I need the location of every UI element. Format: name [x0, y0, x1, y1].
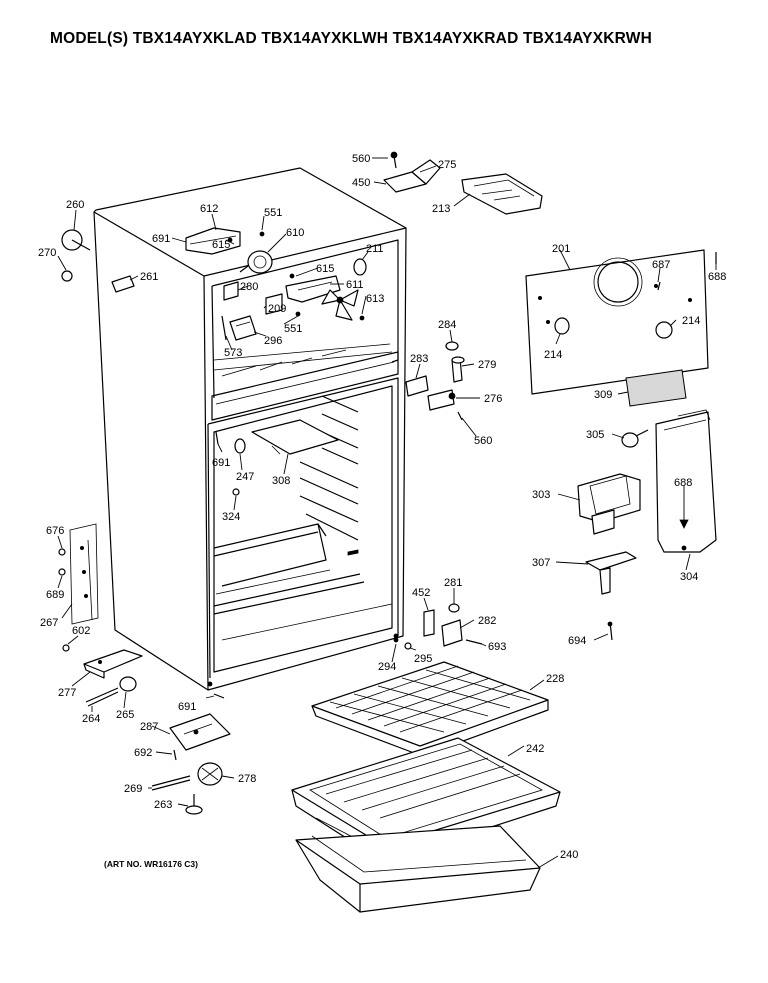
callout-211: 211: [366, 243, 384, 255]
damper-parts: [405, 341, 465, 421]
callout-612: 612: [200, 203, 218, 215]
callout-296: 296: [264, 335, 282, 347]
wire-shelf: [311, 661, 549, 757]
callout-602: 602: [72, 625, 90, 637]
callout-615: 615: [212, 239, 230, 251]
art-number-label: (ART NO. WR16176 C3): [104, 859, 198, 869]
callout-688: 688: [674, 477, 692, 489]
callout-613: 613: [366, 293, 384, 305]
callout-615: 615: [316, 263, 334, 275]
evaporator-cover-panel: [525, 249, 709, 395]
label-309: [625, 369, 687, 407]
leader-lines: [57, 157, 717, 869]
callout-610: 610: [286, 227, 304, 239]
callout-295: 295: [414, 653, 432, 665]
callout-260: 260: [66, 199, 84, 211]
callout-304: 304: [680, 571, 698, 583]
callout-693: 693: [488, 641, 506, 653]
callout-691: 691: [152, 233, 170, 245]
callout-277: 277: [58, 687, 76, 699]
callout-269: 269: [124, 783, 142, 795]
left-hinge-parts: [58, 548, 70, 652]
callout-275: 275: [438, 159, 456, 171]
callout-209: 209: [268, 303, 286, 315]
callout-676: 676: [46, 525, 64, 537]
top-hinge-parts: [61, 229, 135, 293]
callout-305: 305: [586, 429, 604, 441]
control-housing: [577, 473, 641, 535]
hinge-cover: [461, 173, 543, 215]
callout-691: 691: [178, 701, 196, 713]
callout-309: 309: [594, 389, 612, 401]
callout-278: 278: [238, 773, 256, 785]
model-list-title: MODEL(S) TBX14AYXKLAD TBX14AYXKLWH TBX14…: [50, 30, 652, 47]
callout-240: 240: [560, 849, 578, 861]
callout-267: 267: [40, 617, 58, 629]
callout-284: 284: [438, 319, 456, 331]
callout-689: 689: [46, 589, 64, 601]
callout-573: 573: [224, 347, 242, 359]
callout-560: 560: [352, 153, 370, 165]
callout-452: 452: [412, 587, 430, 599]
refrigerator-cabinet: [69, 167, 407, 691]
callout-688: 688: [708, 271, 726, 283]
crisper-cover: [291, 737, 561, 863]
callout-264: 264: [82, 713, 100, 725]
callout-279: 279: [478, 359, 496, 371]
callout-numbers: 560 275 450 213 260 270 261 612 691 551 …: [38, 153, 726, 861]
callout-303: 303: [532, 489, 550, 501]
callout-276: 276: [484, 393, 502, 405]
callout-551: 551: [264, 207, 282, 219]
callout-450: 450: [352, 177, 370, 189]
callout-687: 687: [652, 259, 670, 271]
callout-551: 551: [284, 323, 302, 335]
callout-247: 247: [236, 471, 254, 483]
callout-214: 214: [544, 349, 562, 361]
callout-270: 270: [38, 247, 56, 259]
mid-hinge-parts: [393, 603, 613, 650]
callout-611: 611: [346, 279, 364, 291]
callout-308: 308: [272, 475, 290, 487]
control-knob: [621, 429, 649, 448]
callout-228: 228: [546, 673, 564, 685]
callout-287: 287: [140, 721, 158, 733]
fresh-food-parts: [215, 419, 339, 496]
callout-281: 281: [444, 577, 462, 589]
callout-294: 294: [378, 661, 396, 673]
callout-261: 261: [140, 271, 158, 283]
callout-280: 280: [240, 281, 258, 293]
callout-214: 214: [682, 315, 700, 327]
air-duct: [655, 409, 717, 553]
callout-307: 307: [532, 557, 550, 569]
callout-691: 691: [212, 457, 230, 469]
callout-283: 283: [410, 353, 428, 365]
crisper-pan: [295, 825, 541, 913]
callout-324: 324: [222, 511, 240, 523]
top-hinge: [383, 151, 441, 193]
callout-263: 263: [154, 799, 172, 811]
callout-282: 282: [478, 615, 496, 627]
lower-hinge-and-rollers: [83, 649, 231, 815]
callout-213: 213: [432, 203, 450, 215]
callout-201: 201: [552, 243, 570, 255]
callout-692: 692: [134, 747, 152, 759]
callout-265: 265: [116, 709, 134, 721]
callout-242: 242: [526, 743, 544, 755]
callout-560: 560: [474, 435, 492, 447]
control-bracket: [585, 551, 637, 595]
evaporator-fan-assembly: [185, 227, 367, 341]
callout-694: 694: [568, 635, 586, 647]
